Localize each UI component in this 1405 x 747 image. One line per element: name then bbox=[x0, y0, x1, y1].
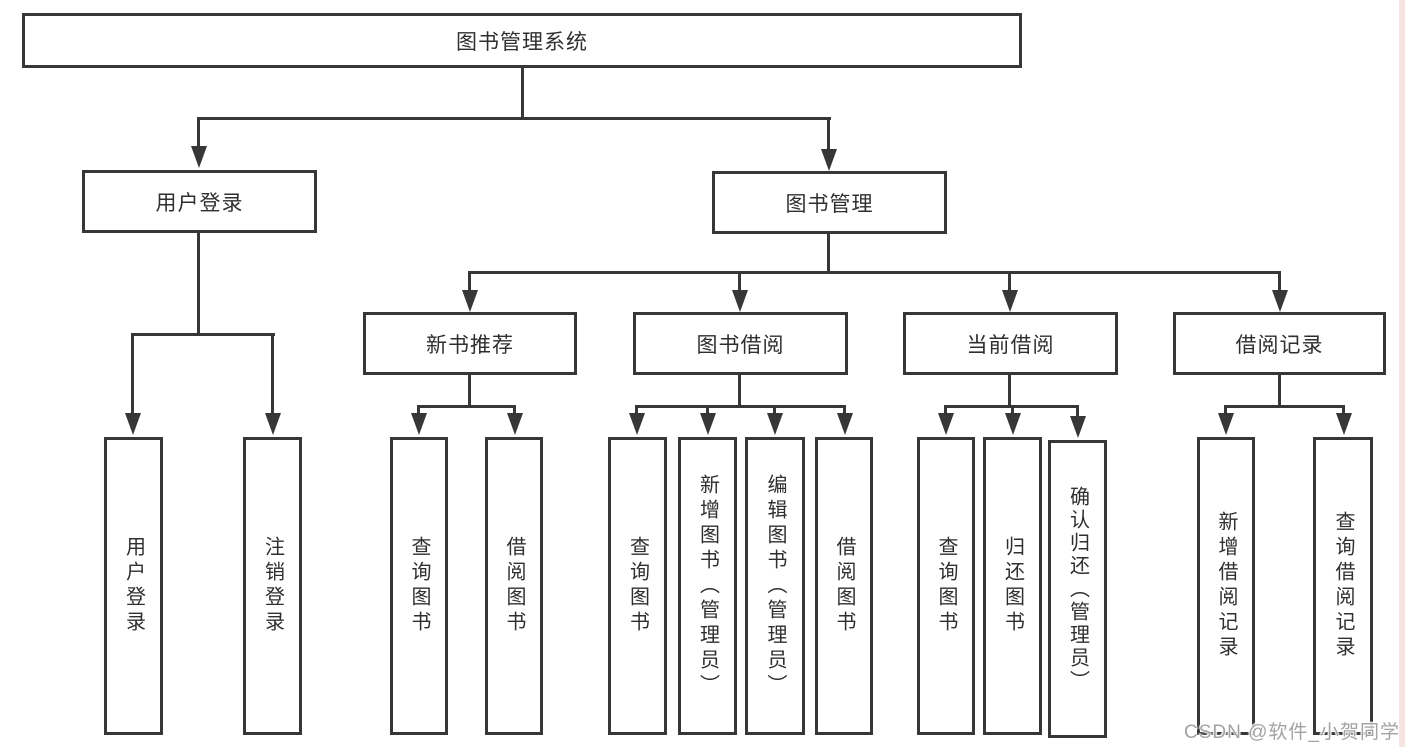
connector-borrow-stem bbox=[738, 375, 741, 406]
leaf-user-login: 用户登录 bbox=[104, 437, 163, 735]
arrow-to-confirm-return-admin-icon bbox=[1070, 416, 1086, 438]
connector-records-shaft-1 bbox=[1224, 405, 1227, 413]
connector-user-login-bar bbox=[131, 333, 275, 336]
connector-borrow-shaft-2 bbox=[706, 405, 709, 413]
arrow-to-book-management-icon bbox=[821, 149, 837, 171]
node-new-book-recommend: 新书推荐 bbox=[363, 312, 577, 375]
connector-current-shaft-3 bbox=[1076, 405, 1079, 416]
arrow-to-query-books-recommend-icon bbox=[411, 413, 427, 435]
node-current-borrow: 当前借阅 bbox=[903, 312, 1118, 375]
connector-user-login-shaft-1 bbox=[131, 333, 134, 413]
leaf-add-borrow-record: 新增借阅记录 bbox=[1197, 437, 1255, 735]
leaf-borrow-books-borrow: 借阅图书 bbox=[815, 437, 873, 735]
arrow-to-add-books-admin-icon bbox=[700, 413, 716, 435]
arrow-to-user-login-icon bbox=[191, 146, 207, 168]
node-new-book-recommend-label: 新书推荐 bbox=[426, 333, 514, 357]
leaf-edit-books-admin: 编辑图书（管理员） bbox=[745, 437, 805, 735]
csdn-watermark: CSDN @软件_小贺同学 bbox=[1184, 722, 1400, 743]
leaf-query-books-borrow-label: 查询图书 bbox=[626, 536, 649, 636]
leaf-logout-label: 注销登录 bbox=[261, 536, 284, 636]
node-book-borrow-label: 图书借阅 bbox=[696, 333, 785, 357]
connector-user-login-stem bbox=[197, 233, 200, 334]
leaf-confirm-return-admin-label: 确认归还（管理员） bbox=[1066, 485, 1089, 693]
arrow-to-edit-books-admin-icon bbox=[767, 413, 783, 435]
connector-records-stem bbox=[1278, 375, 1281, 406]
leaf-return-books-label: 归还图书 bbox=[1001, 536, 1024, 636]
leaf-return-books: 归还图书 bbox=[983, 437, 1042, 735]
connector-current-stem bbox=[1008, 375, 1011, 406]
connector-bm-shaft-1 bbox=[468, 271, 471, 290]
arrow-to-borrow-books-borrow-icon bbox=[837, 413, 853, 435]
node-book-management-label: 图书管理 bbox=[785, 192, 874, 216]
connector-bm-shaft-4 bbox=[1278, 271, 1281, 290]
leaf-confirm-return-admin: 确认归还（管理员） bbox=[1048, 440, 1107, 738]
node-current-borrow-label: 当前借阅 bbox=[966, 333, 1055, 357]
connector-recommend-bar bbox=[417, 405, 516, 408]
connector-recommend-shaft-1 bbox=[417, 405, 420, 413]
leaf-add-books-admin: 新增图书（管理员） bbox=[678, 437, 737, 735]
arrow-to-query-borrow-record-icon bbox=[1336, 413, 1352, 435]
connector-root-right-shaft bbox=[827, 117, 830, 149]
node-user-login: 用户登录 bbox=[82, 170, 317, 233]
page-edge-tint bbox=[1399, 0, 1405, 747]
leaf-query-books-current-label: 查询图书 bbox=[935, 536, 957, 636]
connector-bm-shaft-2 bbox=[738, 271, 741, 290]
connector-recommend-shaft-2 bbox=[513, 405, 516, 413]
leaf-logout: 注销登录 bbox=[243, 437, 302, 735]
connector-book-mgmt-bar bbox=[468, 271, 1281, 274]
arrow-to-new-book-recommend-icon bbox=[462, 290, 478, 312]
node-borrow-records: 借阅记录 bbox=[1173, 312, 1386, 375]
leaf-query-books-borrow: 查询图书 bbox=[608, 437, 667, 735]
node-root: 图书管理系统 bbox=[22, 13, 1022, 68]
connector-root-stem bbox=[521, 68, 524, 118]
leaf-query-books-current: 查询图书 bbox=[917, 437, 975, 735]
node-root-label: 图书管理系统 bbox=[456, 30, 588, 54]
arrow-to-query-books-borrow-icon bbox=[629, 413, 645, 435]
leaf-borrow-books-borrow-label: 借阅图书 bbox=[833, 536, 855, 636]
connector-borrow-shaft-1 bbox=[635, 405, 638, 413]
connector-root-bar bbox=[197, 117, 831, 120]
node-user-login-label: 用户登录 bbox=[155, 191, 244, 215]
leaf-query-borrow-record: 查询借阅记录 bbox=[1313, 437, 1373, 735]
leaf-query-books-recommend-label: 查询图书 bbox=[408, 536, 430, 636]
arrow-to-return-books-icon bbox=[1005, 413, 1021, 435]
arrow-to-leaf-logout-icon bbox=[265, 413, 281, 435]
arrow-to-book-borrow-icon bbox=[732, 290, 748, 312]
connector-bm-shaft-3 bbox=[1008, 271, 1011, 290]
node-book-borrow: 图书借阅 bbox=[633, 312, 848, 375]
arrow-to-add-borrow-record-icon bbox=[1218, 413, 1234, 435]
leaf-edit-books-admin-label: 编辑图书（管理员） bbox=[764, 473, 786, 699]
connector-borrow-shaft-3 bbox=[773, 405, 776, 413]
connector-records-bar bbox=[1224, 405, 1345, 408]
connector-book-mgmt-stem bbox=[827, 234, 830, 272]
connector-current-shaft-2 bbox=[1011, 405, 1014, 413]
connector-records-shaft-2 bbox=[1342, 405, 1345, 413]
node-borrow-records-label: 借阅记录 bbox=[1235, 333, 1324, 357]
connector-borrow-bar bbox=[635, 405, 846, 408]
connector-root-left-shaft bbox=[197, 117, 200, 146]
connector-borrow-shaft-4 bbox=[843, 405, 846, 413]
leaf-query-borrow-record-label: 查询借阅记录 bbox=[1332, 511, 1354, 661]
node-book-management: 图书管理 bbox=[712, 171, 947, 234]
leaf-query-books-recommend: 查询图书 bbox=[390, 437, 448, 735]
leaf-add-borrow-record-label: 新增借阅记录 bbox=[1215, 511, 1237, 661]
arrow-to-borrow-records-icon bbox=[1272, 290, 1288, 312]
arrow-to-current-borrow-icon bbox=[1002, 290, 1018, 312]
leaf-borrow-books-recommend-label: 借阅图书 bbox=[503, 536, 525, 636]
connector-recommend-stem bbox=[468, 375, 471, 406]
connector-current-shaft-1 bbox=[944, 405, 947, 413]
arrow-to-query-books-current-icon bbox=[938, 413, 954, 435]
leaf-user-login-label: 用户登录 bbox=[122, 536, 145, 636]
arrow-to-leaf-user-login-icon bbox=[125, 413, 141, 435]
connector-user-login-shaft-2 bbox=[271, 333, 274, 413]
leaf-borrow-books-recommend: 借阅图书 bbox=[485, 437, 543, 735]
leaf-add-books-admin-label: 新增图书（管理员） bbox=[696, 473, 719, 699]
arrow-to-borrow-books-recommend-icon bbox=[507, 413, 523, 435]
